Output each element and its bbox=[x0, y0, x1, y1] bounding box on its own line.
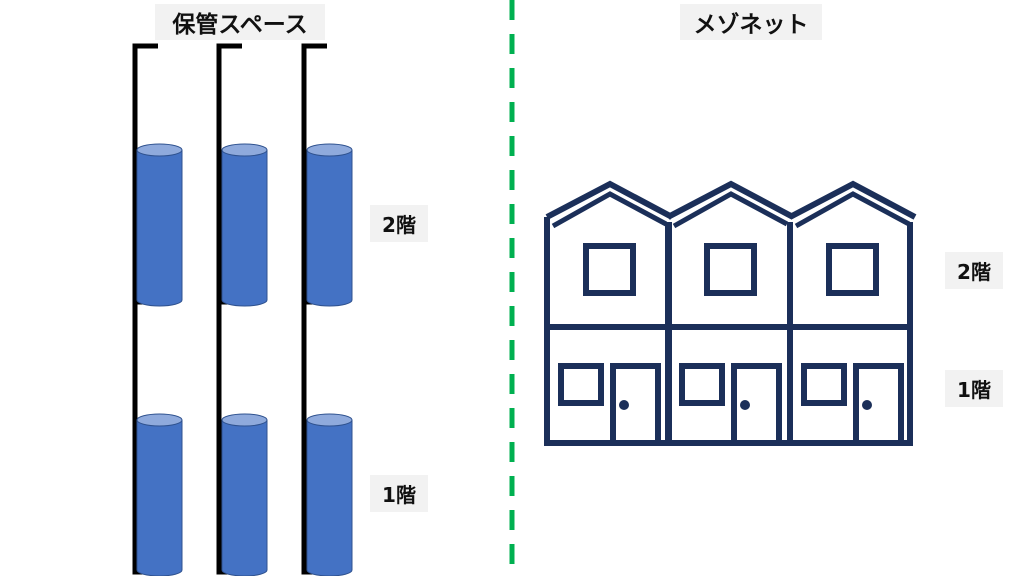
door-knob bbox=[740, 400, 750, 410]
lower-window bbox=[558, 363, 604, 406]
maisonette-unit bbox=[787, 180, 917, 446]
cylinder-item bbox=[221, 413, 268, 576]
lower-window bbox=[679, 363, 725, 406]
door-knob bbox=[862, 400, 872, 410]
door bbox=[853, 363, 904, 446]
maisonette-unit bbox=[544, 180, 674, 446]
storage-floor-1-label: 1階 bbox=[370, 475, 428, 512]
door-knob bbox=[619, 400, 629, 410]
cylinder-item bbox=[306, 143, 353, 307]
upper-window bbox=[704, 243, 757, 296]
upper-window bbox=[826, 243, 879, 296]
door bbox=[610, 363, 661, 446]
maisonette-floor-2-label: 2階 bbox=[945, 252, 1003, 289]
roof bbox=[666, 180, 795, 220]
storage-floor-2-label: 2階 bbox=[370, 205, 428, 242]
cylinder-item bbox=[136, 413, 183, 576]
lower-window bbox=[801, 363, 847, 406]
cylinder-item bbox=[306, 413, 353, 576]
maisonette-floor-1-label: 1階 bbox=[945, 370, 1003, 407]
upper-window bbox=[583, 243, 636, 296]
door bbox=[731, 363, 782, 446]
roof bbox=[545, 180, 674, 220]
roof bbox=[788, 180, 917, 220]
maisonette-unit bbox=[665, 180, 795, 446]
cylinder-item bbox=[221, 143, 268, 307]
cylinder-item bbox=[136, 143, 183, 307]
storage-space-title: 保管スペース bbox=[155, 4, 325, 40]
maisonette-title: メゾネット bbox=[680, 4, 822, 40]
